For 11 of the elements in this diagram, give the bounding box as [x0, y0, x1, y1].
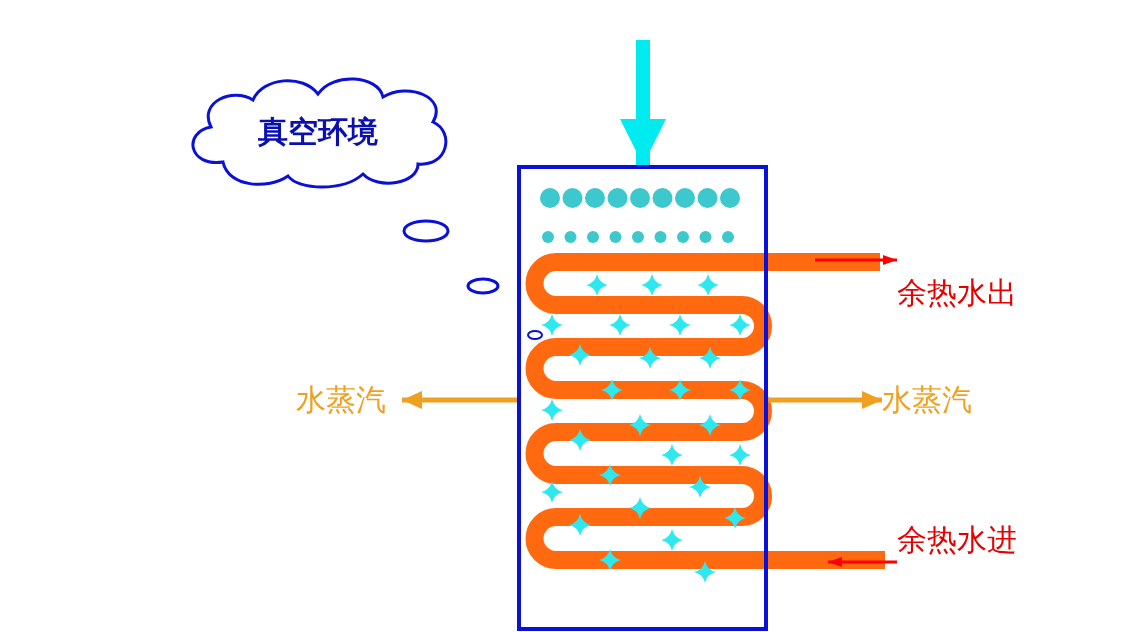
cloud-label: 真空环境: [258, 112, 378, 151]
arrow: [620, 40, 666, 165]
flow-label: 余热水进: [897, 521, 1017, 559]
arrow: [815, 255, 897, 265]
flow-label: 水蒸汽: [296, 381, 386, 419]
flow-label: 余热水出: [897, 274, 1017, 312]
flow-label: 水蒸汽: [882, 381, 972, 419]
arrow: [768, 391, 882, 409]
arrow: [828, 557, 897, 567]
arrow: [402, 391, 517, 409]
vessel-box: [517, 165, 768, 631]
